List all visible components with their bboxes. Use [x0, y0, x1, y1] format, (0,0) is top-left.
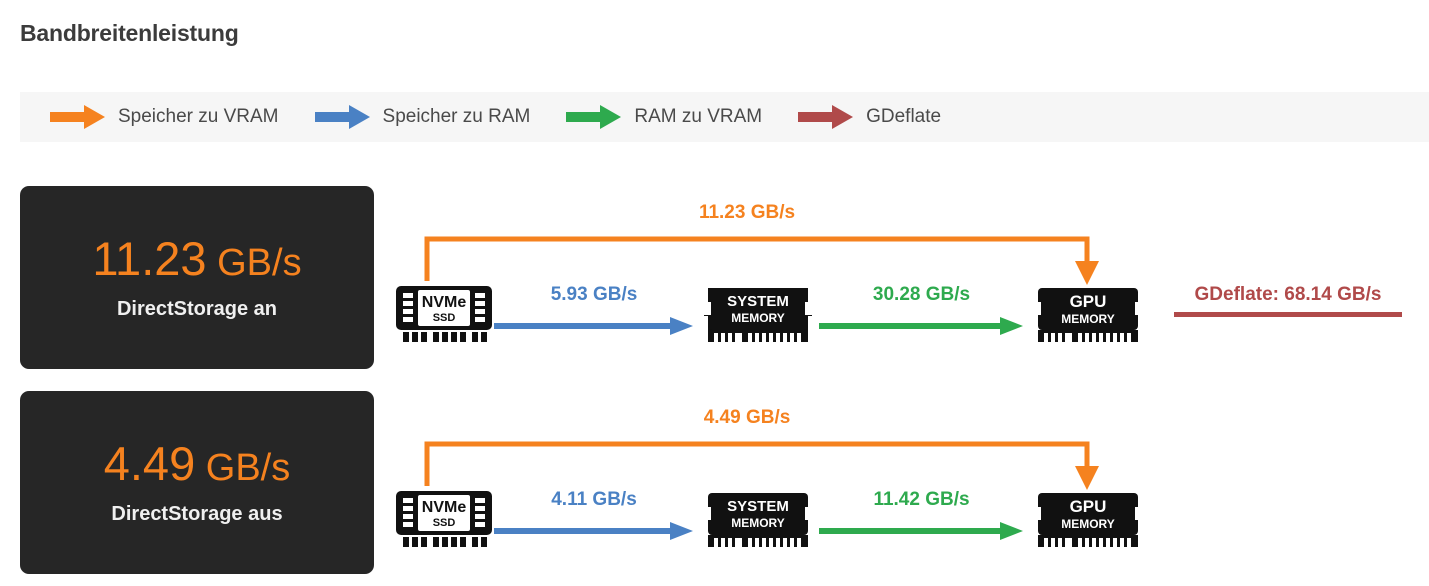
legend-item-speicher-zu-vram: Speicher zu VRAM	[50, 92, 279, 142]
legend-label: GDeflate	[866, 106, 942, 127]
summary-value: 4.49 GB/s	[104, 440, 291, 487]
link-label: 5.93 GB/s	[550, 284, 638, 305]
svg-text:GPU: GPU	[1070, 497, 1107, 516]
summary-number: 11.23	[92, 231, 207, 285]
arrow-right-icon	[819, 317, 1023, 335]
link-label: 4.11 GB/s	[551, 489, 637, 510]
arrow-right-icon	[314, 105, 370, 129]
svg-text:MEMORY: MEMORY	[731, 311, 785, 325]
overall-bandwidth-label: 11.23 GB/s	[698, 202, 796, 223]
node-gpu-memory: GPU MEMORY	[1034, 284, 1142, 346]
link-ram-to-vram: 11.42 GB/s	[819, 489, 1024, 551]
gdeflate-label: GDeflate: 68.14 GB/s	[1194, 284, 1382, 305]
arrow-right-icon	[494, 317, 693, 335]
nvme-ssd-chip-icon: NVMe SSD	[396, 491, 492, 547]
svg-text:MEMORY: MEMORY	[731, 516, 785, 530]
overall-bandwidth-label: 4.49 GB/s	[703, 407, 791, 428]
node-system-memory: SYSTEM MEMORY	[704, 284, 812, 346]
svg-text:NVMe: NVMe	[422, 294, 467, 311]
arrow-right-icon	[566, 105, 622, 129]
bandwidth-diagram: 11.23 GB/s NVMe SSD	[374, 186, 1429, 369]
svg-text:GPU: GPU	[1070, 292, 1107, 311]
svg-text:NVMe: NVMe	[422, 499, 467, 516]
gdeflate-underline	[1174, 312, 1402, 317]
node-nvme-ssd: NVMe SSD	[394, 489, 494, 551]
link-storage-to-ram: 4.11 GB/s	[494, 489, 694, 551]
link-label: 11.42 GB/s	[873, 489, 970, 510]
svg-text:SSD: SSD	[433, 312, 456, 324]
system-memory-chip-icon: SYSTEM MEMORY	[704, 493, 812, 547]
gpu-memory-chip-icon: GPU MEMORY	[1034, 288, 1142, 342]
legend: Speicher zu VRAM Speicher zu RAM RAM zu …	[20, 92, 1429, 142]
arrow-right-icon	[50, 105, 105, 129]
svg-text:SSD: SSD	[433, 517, 456, 529]
arrow-right-icon	[494, 522, 693, 540]
gpu-memory-chip-icon: GPU MEMORY	[1034, 493, 1142, 547]
arrow-right-icon	[798, 105, 854, 129]
scenario-row-directstorage-on: 11.23 GB/s DirectStorage an 11.23 GB/s	[0, 186, 1429, 369]
svg-text:MEMORY: MEMORY	[1061, 517, 1115, 531]
summary-card: 11.23 GB/s DirectStorage an	[20, 186, 374, 369]
node-system-memory: SYSTEM MEMORY	[704, 489, 812, 551]
bandwidth-diagram: 4.49 GB/s NVMe SSD	[374, 391, 1429, 574]
overall-bandwidth-bracket-arrow	[424, 236, 1099, 285]
summary-value: 11.23 GB/s	[92, 235, 301, 282]
summary-card: 4.49 GB/s DirectStorage aus	[20, 391, 374, 574]
summary-label: DirectStorage an	[116, 297, 278, 320]
legend-label: Speicher zu VRAM	[118, 106, 279, 127]
gdeflate-callout: GDeflate: 68.14 GB/s	[1164, 284, 1412, 317]
node-gpu-memory: GPU MEMORY	[1034, 489, 1142, 551]
summary-unit: GB/s	[217, 241, 302, 284]
svg-text:MEMORY: MEMORY	[1061, 312, 1115, 326]
svg-text:SYSTEM: SYSTEM	[727, 498, 789, 515]
summary-label: DirectStorage aus	[111, 502, 283, 525]
legend-label: RAM zu VRAM	[634, 106, 763, 127]
link-label: 30.28 GB/s	[872, 284, 971, 305]
summary-unit: GB/s	[205, 446, 291, 489]
link-storage-to-ram: 5.93 GB/s	[494, 284, 694, 346]
node-nvme-ssd: NVMe SSD	[394, 284, 494, 346]
nvme-ssd-chip-icon: NVMe SSD	[396, 286, 492, 342]
overall-bandwidth-bracket-arrow	[424, 441, 1099, 490]
legend-item-speicher-zu-ram: Speicher zu RAM	[314, 92, 531, 142]
legend-item-ram-zu-vram: RAM zu VRAM	[566, 92, 762, 142]
svg-text:SYSTEM: SYSTEM	[727, 293, 789, 310]
arrow-right-icon	[819, 522, 1023, 540]
scenario-row-directstorage-off: 4.49 GB/s DirectStorage aus 4.49 GB/s NV…	[0, 391, 1429, 574]
legend-item-gdeflate: GDeflate	[798, 92, 941, 142]
page-title: Bandbreitenleistung	[20, 20, 239, 46]
system-memory-chip-icon: SYSTEM MEMORY	[704, 288, 812, 342]
legend-label: Speicher zu RAM	[382, 106, 531, 127]
summary-number: 4.49	[103, 436, 196, 490]
link-ram-to-vram: 30.28 GB/s	[819, 284, 1024, 346]
